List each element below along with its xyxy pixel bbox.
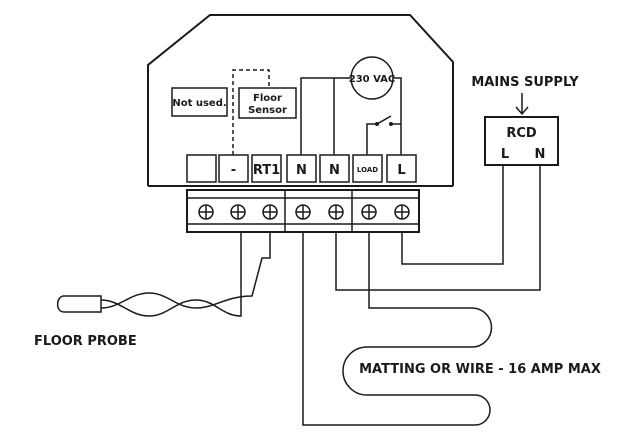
floor-probe-tip [56,295,102,313]
terminal-box-7 [386,154,417,183]
terminal-box-5 [319,154,350,183]
screw-icon [361,204,377,220]
supply-wire-live [401,165,504,265]
matting-note: MATTING OR WIRE - 16 AMP MAX [359,362,601,377]
terminal-box-3 [251,154,282,183]
mains-arrow-head [515,106,529,116]
voltage-label: 230 VAC [349,74,396,85]
not-used-box [171,87,228,117]
not-used-label: Not used. [172,98,226,109]
screw-icon [295,204,311,220]
floor-probe-label: FLOOR PROBE [34,334,137,349]
screw-icon [394,204,410,220]
floor-probe-cable-a [100,232,242,317]
terminal-label-2: - [231,163,236,178]
screw-icon [328,204,344,220]
terminal-box-6 [352,154,383,183]
thermostat-housing [147,14,454,186]
terminal-label-5: N [329,163,340,178]
heating-mat-wire [302,232,493,426]
rcd-label: RCD [506,126,537,141]
rcd-l-label: L [501,147,509,162]
floor-sensor-box [238,87,297,119]
terminal-box-4 [286,154,317,183]
floor-sensor-label-line1: Floor [253,93,282,104]
terminal-box-2 [218,154,249,183]
rcd-n-label: N [535,147,546,162]
internal-wire-n1 [300,77,350,155]
sensor-dashed-link [232,69,270,155]
screw-icon [230,204,246,220]
screw-icon [262,204,278,220]
terminal-label-6: LOAD [357,166,378,174]
internal-wire-l [393,77,402,155]
terminal-box-1 [186,154,217,183]
floor-probe-cable-b [100,232,271,309]
load-switch-terminal [389,122,393,126]
terminal-label-4: N [296,163,307,178]
load-switch-pivot [375,122,379,126]
load-switch-blade [376,115,392,125]
terminal-label-7: L [397,163,405,178]
terminal-label-3: RT1 [253,163,280,178]
screw-icon [198,204,214,220]
floor-sensor-label-line2: Sensor [248,105,287,116]
rcd-box [484,116,559,166]
mains-supply-label: MAINS SUPPLY [471,75,579,90]
load-switch-wire [366,123,377,155]
supply-wire-neutral [335,165,541,291]
